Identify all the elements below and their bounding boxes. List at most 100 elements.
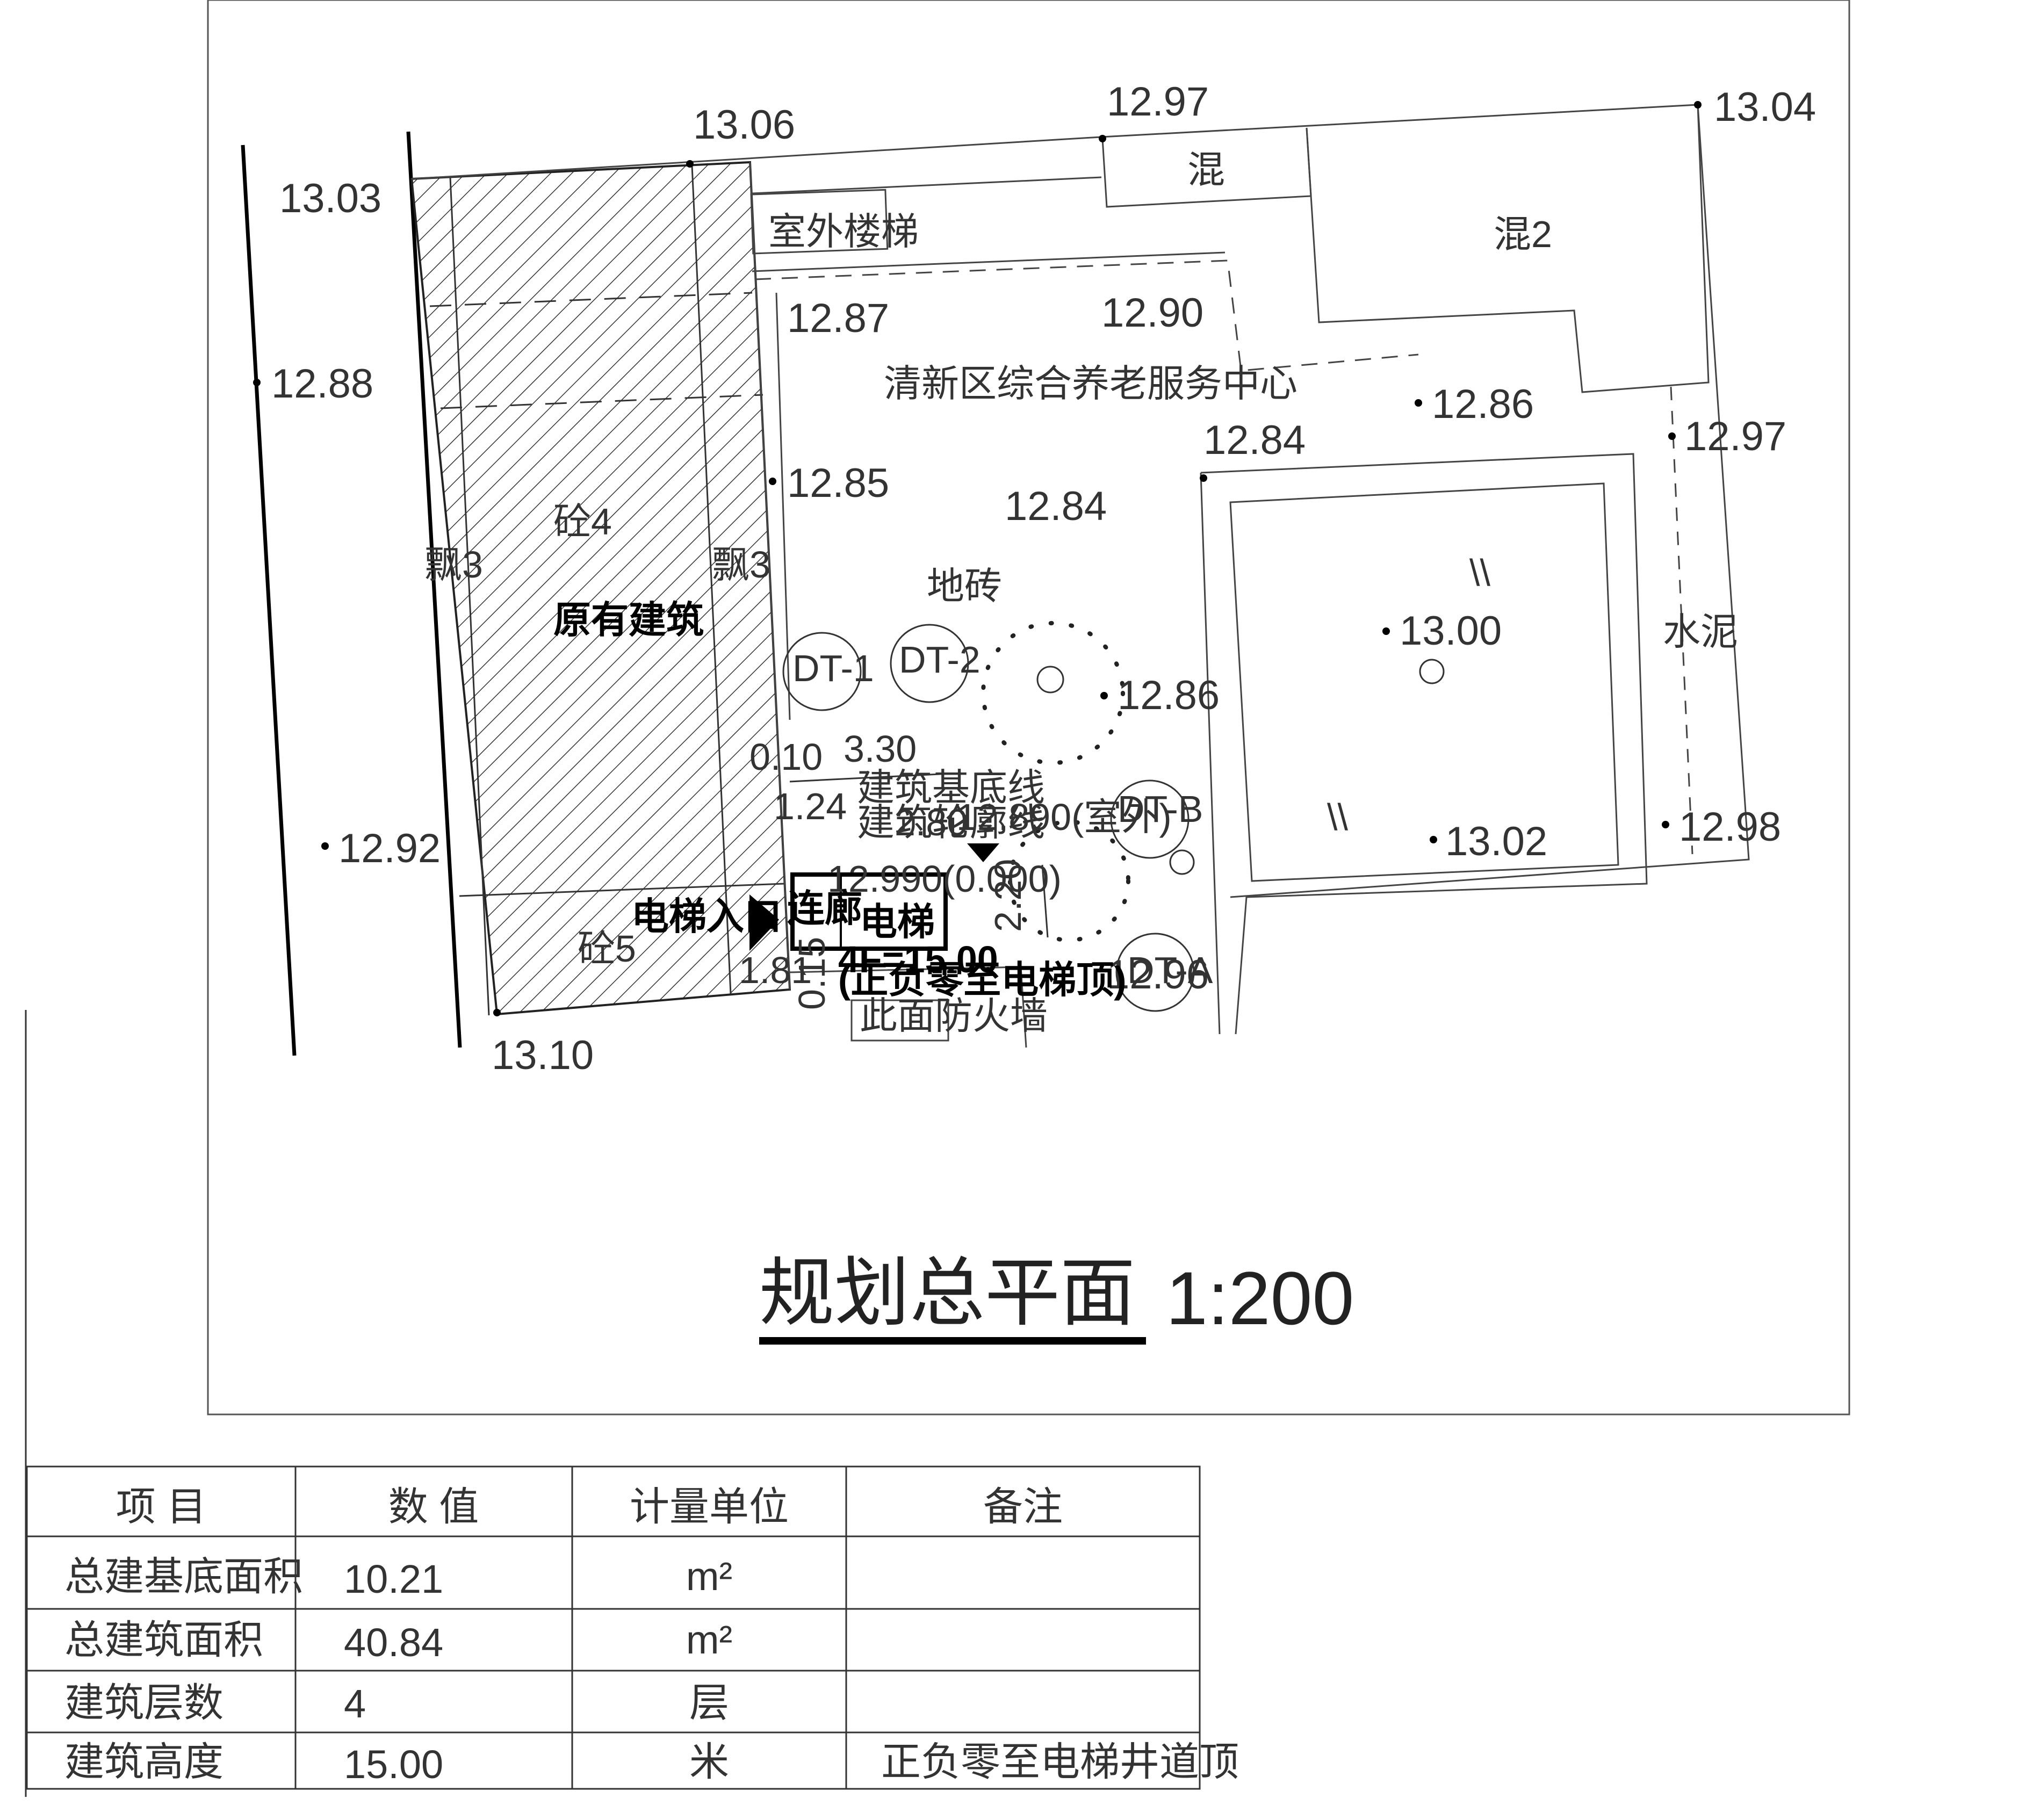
table-header-item: 项 目 <box>116 1484 207 1529</box>
elev-12-97-top: 12.97 <box>1107 79 1209 125</box>
label-piao3-right: 飘3 <box>712 544 770 586</box>
label-firewall: 此面防火墙 <box>860 995 1048 1037</box>
tree-canopy-dotted-2 <box>1008 820 1130 942</box>
elev-13-06: 13.06 <box>693 102 795 148</box>
dim-line-330 <box>789 772 951 783</box>
table-cell-unit: 层 <box>689 1680 729 1725</box>
table-cell-value: 15.00 <box>344 1742 443 1787</box>
tree-trunk-symbol <box>1036 666 1064 694</box>
upper-strip-line-2 <box>752 176 1102 194</box>
courtyard-inner <box>1229 482 1619 882</box>
label-elevator: 电梯 <box>860 901 935 943</box>
table-cell-unit: m² <box>686 1617 732 1662</box>
elev-12-87: 12.87 <box>787 295 889 341</box>
drawing-title: 规划总平面 <box>759 1251 1135 1335</box>
elev-12-84-mid: 12.84 <box>1203 417 1306 463</box>
dim-line-220 <box>1041 864 1049 938</box>
dim-2-20: 2.20 <box>987 859 1029 932</box>
elev-12-96: 12.96 <box>1107 952 1209 998</box>
table-cell-unit: 米 <box>689 1739 729 1784</box>
existing-building-bottom-band <box>459 883 785 897</box>
small-circle <box>1169 849 1195 875</box>
table-cell-item: 建筑层数 <box>64 1680 224 1725</box>
label-hun: 混 <box>1187 149 1225 191</box>
label-floor-height-note: (正负零至电梯顶) <box>838 959 1127 1001</box>
firewall-box <box>850 999 949 1042</box>
block-hun2 <box>1306 104 1710 393</box>
table-cell-value: 10.21 <box>344 1557 443 1601</box>
label-hun2: 混2 <box>1494 213 1552 255</box>
table-cell-value: 4 <box>344 1681 366 1726</box>
dta-circle <box>1115 933 1195 1012</box>
elevator-block <box>790 872 948 951</box>
tree-trunk-symbol-2 <box>1419 659 1445 684</box>
label-corridor: 连廊 <box>787 887 862 929</box>
courtyard-left-wall <box>1200 472 1221 1035</box>
table-cell-item: 建筑高度 <box>64 1739 224 1784</box>
elev-12-86-circle: 12.86 <box>1118 673 1220 718</box>
elev-12-88: 12.88 <box>271 361 373 407</box>
dt1-circle <box>782 632 862 711</box>
drawing-scale: 1:200 <box>1166 1256 1354 1340</box>
table-cell-item: 总建筑面积 <box>64 1617 263 1662</box>
elev-12-84-center: 12.84 <box>1005 483 1107 529</box>
label-outdoor-elev: 12.890(室外) <box>956 796 1172 838</box>
title-underline <box>759 1337 1146 1345</box>
label-ll1: \\ <box>1469 552 1490 594</box>
dim-1-81: 1.81 <box>739 949 812 991</box>
dt2-circle <box>890 624 969 703</box>
road-line-inner <box>406 131 462 1048</box>
upper-strip-line-3 <box>775 292 791 720</box>
existing-building-dash-1 <box>429 292 753 307</box>
label-dt1: DT-1 <box>792 647 874 689</box>
table-cell-item: 总建基底面积 <box>64 1554 303 1599</box>
dim-1-24: 1.24 <box>774 785 847 827</box>
outdoor-elev-marker <box>967 843 999 862</box>
table-header-value: 数 值 <box>388 1484 479 1529</box>
service-center-dash <box>754 259 1419 372</box>
elev-13-04: 13.04 <box>1714 84 1816 130</box>
elev-13-00: 13.00 <box>1400 608 1502 654</box>
corridor-outline <box>789 966 1027 1048</box>
road-line-outer <box>241 145 297 1056</box>
existing-building-dash-2 <box>440 394 763 409</box>
dim-2-80: 2.80 <box>895 801 968 843</box>
label-tong4: 砼4 <box>553 501 612 543</box>
elev-12-90: 12.90 <box>1101 290 1203 336</box>
elev-12-92: 12.92 <box>338 826 441 871</box>
existing-building-inner-right <box>691 165 732 994</box>
existing-building-inner-left <box>449 177 490 1016</box>
table-header-note: 备注 <box>983 1484 1063 1529</box>
label-base-line: 建筑基底线 <box>857 767 1045 808</box>
label-outline-line: 建筑轮廓线 <box>857 801 1045 843</box>
table-header-unit: 计量单位 <box>630 1484 789 1529</box>
table-cell-value: 40.84 <box>344 1620 443 1665</box>
dtb-circle <box>1110 779 1190 859</box>
outdoor-stair-box <box>750 189 889 255</box>
summary-table <box>26 1465 1201 1790</box>
dim-0-10: 0.10 <box>749 736 823 778</box>
elev-13-03: 13.03 <box>279 176 381 221</box>
elevation-dots <box>253 101 1702 1016</box>
dim-0-15: 0.15 <box>791 937 833 1010</box>
tree-canopy-dotted <box>981 621 1125 765</box>
elev-12-97-right: 12.97 <box>1684 414 1786 459</box>
label-floor-height: 4F=15.00 <box>838 938 998 980</box>
dim-3-30: 3.30 <box>844 728 917 770</box>
label-dt2: DT-2 <box>899 639 981 681</box>
label-indoor-elev: 12.990(0.000) <box>827 858 1062 900</box>
label-dta: DT-A <box>1127 949 1213 991</box>
courtyard-outer <box>1200 453 1648 1035</box>
label-elevator-entrance: 电梯入口 <box>631 895 782 937</box>
label-existing-building: 原有建筑 <box>553 599 704 641</box>
label-dtb: DT-B <box>1118 788 1203 830</box>
drawing-frame <box>207 0 1850 1415</box>
table-cell-unit: m² <box>686 1554 732 1599</box>
table-cell-note: 正负零至电梯井道顶 <box>881 1739 1239 1784</box>
courtyard-dash-right <box>1670 386 1693 855</box>
label-piao3-left: 飘3 <box>424 544 483 586</box>
site-inner-boundary <box>749 162 791 990</box>
entrance-arrow <box>749 894 779 951</box>
label-ll2: \\ <box>1327 796 1348 838</box>
